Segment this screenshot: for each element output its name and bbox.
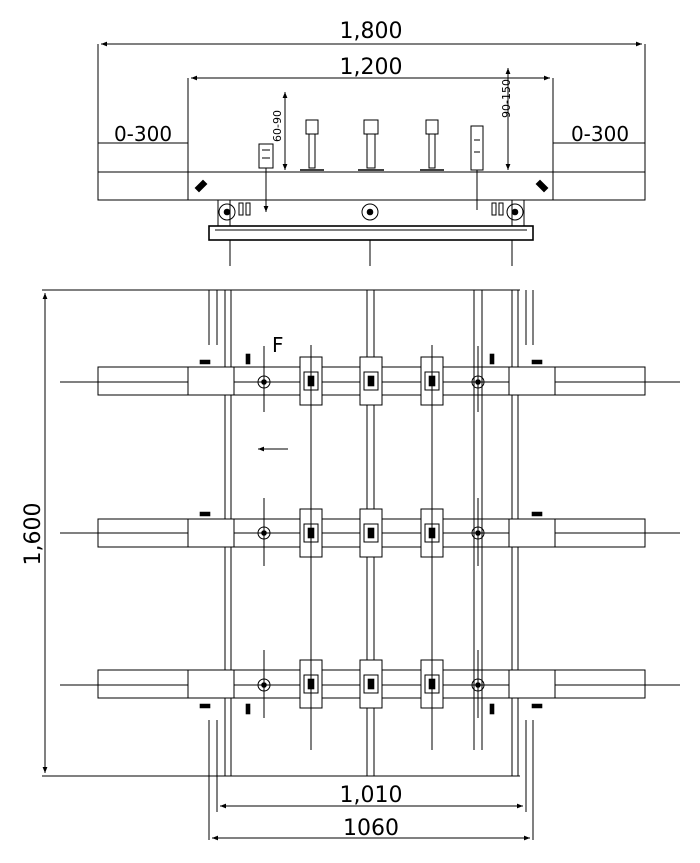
dim-overall-length: 1,600 [21,289,520,777]
elevation-wheel-left [218,203,236,221]
fittings-row-2 [199,498,543,566]
dim-inner-width-label: 1,200 [340,55,403,80]
elevation-frame [97,171,646,266]
elevation-clamp-left [258,143,274,212]
dim-left-height: 60-90 [271,92,288,170]
dim-left-adjust: 0-300 [98,122,188,146]
dim-inner-width: 1,200 [187,55,554,172]
elevation-wheel-center [361,203,379,221]
dim-overall-length-label: 1,600 [21,503,46,566]
dim-left-adjust-label: 0-300 [114,122,172,146]
elevation-wheel-right [506,203,524,221]
elevation-clamp-right [470,125,484,210]
dim-overall-width: 1,800 [97,19,646,200]
elevation-stud-2 [358,119,384,171]
fitting-centrelines [310,345,433,750]
elevation-bolts [194,179,549,216]
elevation-stud-3 [420,119,444,171]
dim-right-height-label: 90-150 [500,79,513,118]
dim-rail-width-outer-label: 1060 [343,816,399,841]
fittings-row-3 [199,650,543,718]
elevation-stud-1 [300,119,324,171]
dim-overall-width-label: 1,800 [340,19,403,44]
crossbeam-1 [60,366,680,396]
dim-rail-width-inner-label: 1,010 [340,783,403,808]
fittings-row-1 [199,346,543,412]
point-label-f: F [272,333,284,357]
dim-right-adjust: 0-300 [553,122,645,146]
elevation-view: 1,800 1,200 0-300 0-300 60-90 90-150 [97,19,646,266]
dim-rail-width-inner: 1,010 [208,776,534,840]
dim-left-height-label: 60-90 [271,110,284,142]
plan-view: 1,600 [21,289,680,841]
dim-right-adjust-label: 0-300 [571,122,629,146]
dim-right-height: 90-150 [500,68,513,170]
dim-rail-width-outer: 1060 [212,816,530,841]
